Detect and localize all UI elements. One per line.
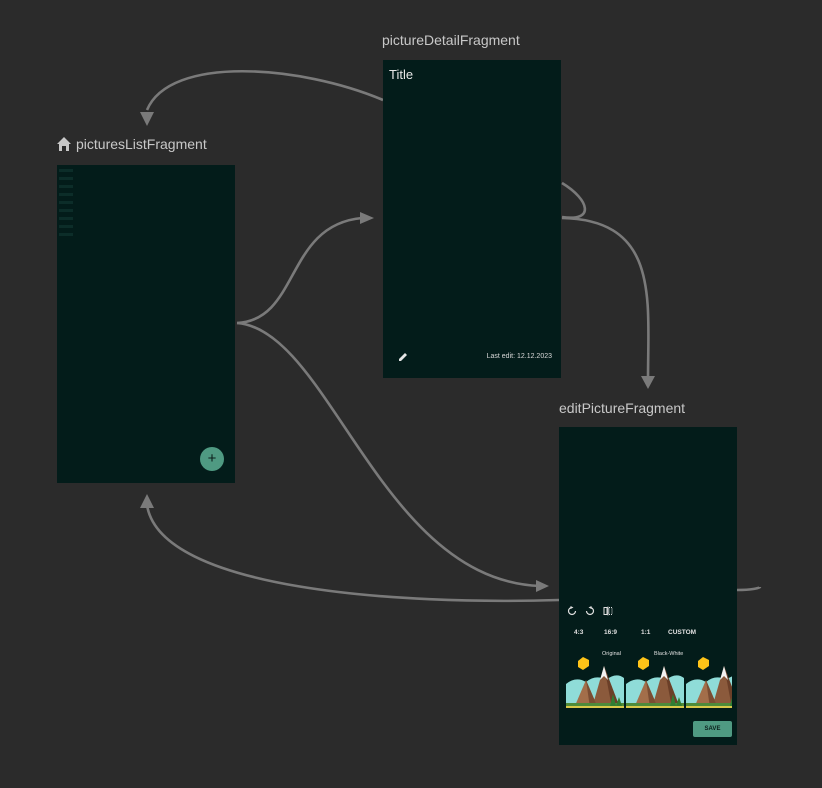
rotate-right-icon[interactable] [585, 606, 595, 616]
arrowhead-to-edit-left [536, 580, 549, 592]
ratio-option[interactable]: 4:3 [574, 629, 584, 636]
edit-picture-fragment-label[interactable]: editPictureFragment [559, 400, 685, 416]
fragment-name: editPictureFragment [559, 400, 686, 416]
edge-detail-to-edit [561, 216, 650, 381]
edge-detail-self-loop [561, 181, 587, 220]
last-edit-text: Last edit: 12.12.2023 [486, 353, 552, 360]
filter-thumbnail[interactable]: Original [566, 651, 626, 709]
arrowhead-to-detail [360, 212, 374, 224]
flip-icon[interactable] [603, 606, 613, 616]
fragment-name: picturesListFragment [76, 136, 207, 152]
rotate-left-icon[interactable] [567, 606, 577, 616]
ratio-option[interactable]: 16:9 [604, 629, 618, 636]
filter-thumbnails: Original Black-White [566, 651, 732, 709]
pictures-list-screen[interactable]: + [57, 165, 235, 483]
filter-label: Original [602, 651, 621, 657]
picture-detail-fragment-label[interactable]: pictureDetailFragment [382, 32, 520, 48]
edge-edit-self-loop [736, 585, 762, 592]
ratio-option[interactable]: 1:1 [641, 629, 651, 636]
pencil-icon[interactable] [398, 352, 408, 362]
arrowhead-to-edit-top [641, 376, 655, 389]
arrowhead-to-list-bottom [140, 494, 154, 508]
pictures-list-fragment-label[interactable]: picturesListFragment [56, 136, 207, 152]
list-placeholder-lines [59, 169, 73, 241]
edit-picture-screen[interactable]: 4:3 16:9 1:1 CUSTOM Original [559, 427, 737, 745]
picture-detail-screen[interactable]: Title Last edit: 12.12.2023 [383, 60, 561, 378]
filter-thumbnail[interactable]: Black-White [626, 651, 686, 709]
ratio-option[interactable]: CUSTOM [668, 629, 697, 636]
edge-edit-to-list [145, 504, 560, 603]
edge-list-to-edit [236, 321, 541, 588]
home-icon [57, 137, 71, 151]
add-picture-button[interactable]: + [200, 447, 224, 471]
edge-list-to-detail [236, 216, 363, 325]
mountain-landscape-icon [626, 657, 684, 708]
mountain-landscape-icon [686, 657, 732, 708]
arrowhead-to-list-top [140, 112, 154, 126]
fragment-name: pictureDetailFragment [382, 32, 520, 48]
edge-detail-to-list [145, 70, 384, 111]
save-button[interactable]: SAVE [693, 721, 732, 737]
filter-label: Black-White [654, 651, 684, 657]
filter-thumbnail[interactable] [686, 651, 732, 709]
detail-title: Title [389, 67, 414, 82]
mountain-landscape-icon [566, 657, 624, 708]
edit-toolbar [567, 606, 613, 616]
aspect-ratio-options: 4:3 16:9 1:1 CUSTOM [559, 629, 737, 639]
